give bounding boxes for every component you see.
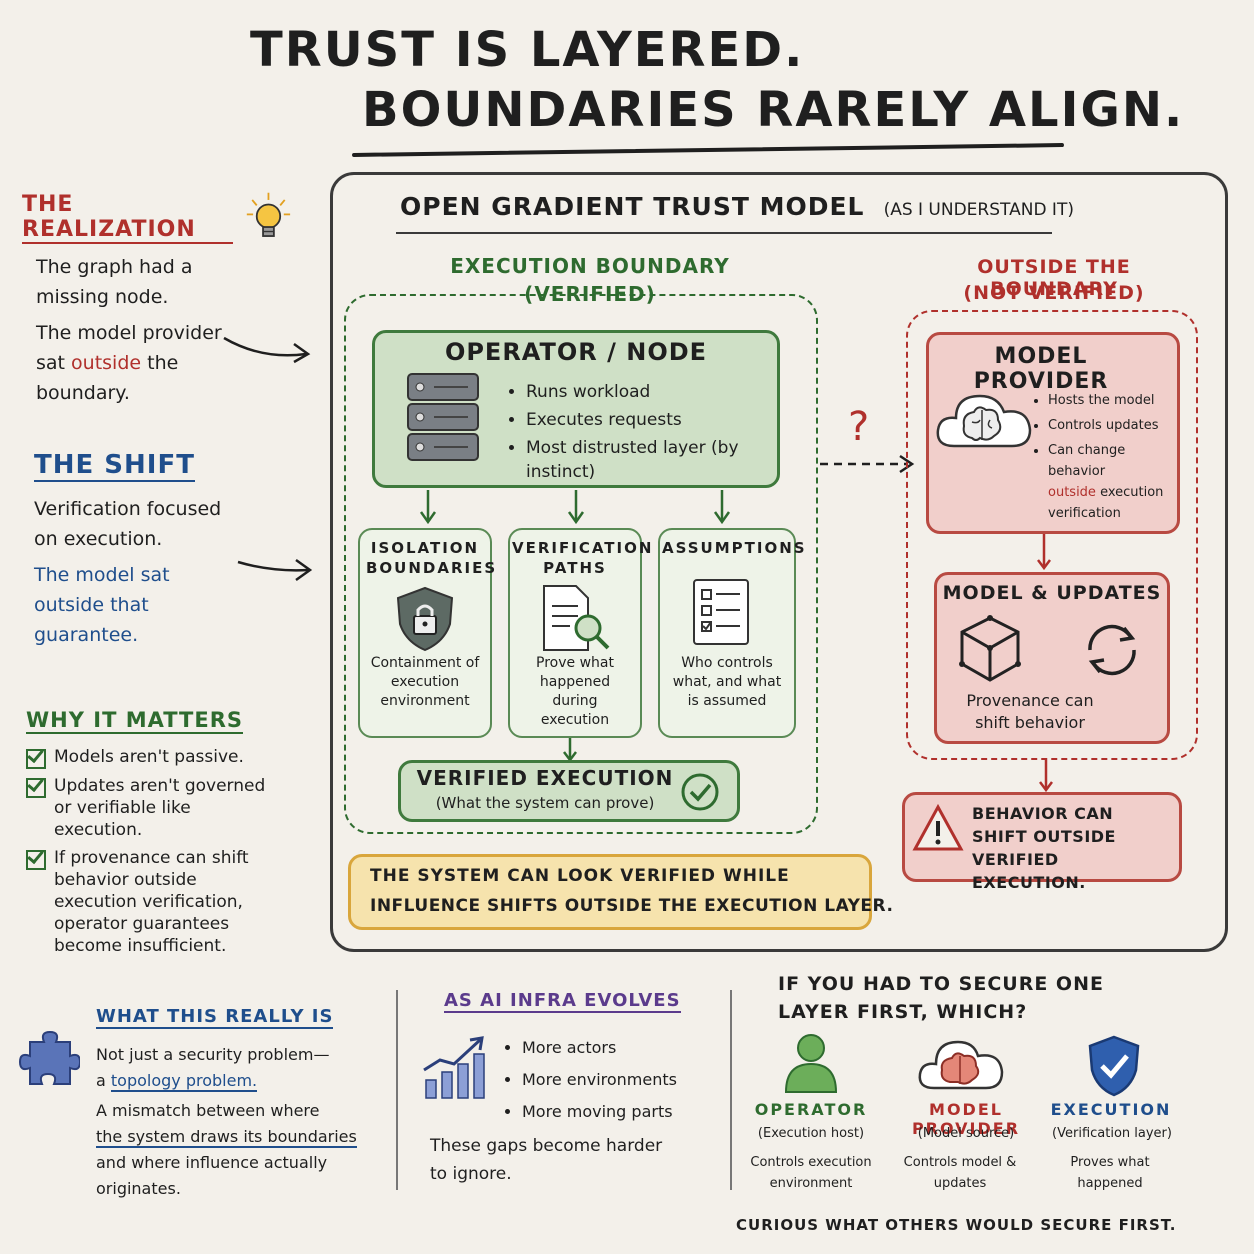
shift-section: THE SHIFT Verification focused on execut…	[34, 450, 284, 650]
shift-text-1: Verification focused on execution.	[34, 498, 222, 550]
why-item: Updates aren't governed or verifiable li…	[26, 775, 296, 841]
cloud-brain-icon	[918, 1040, 1004, 1090]
verification-text: Prove what happened during execution	[536, 655, 614, 728]
really-text-1: Not just a security problem—a topology p…	[96, 1045, 330, 1092]
secure-option-provider-title: MODEL PROVIDER	[911, 1100, 1021, 1138]
shield-lock-icon	[396, 586, 454, 652]
refresh-icon	[1088, 624, 1136, 676]
bottom-divider-1	[396, 990, 398, 1190]
outside-boundary-frame	[906, 310, 1198, 760]
updates-down-arrow	[1039, 760, 1053, 793]
warning-line-1: THE SYSTEM CAN LOOK VERIFIED WHILE	[370, 866, 790, 886]
shift-text-2: The model sat outside that guarantee.	[34, 564, 170, 646]
provider-bullet: Hosts the model	[1048, 390, 1180, 411]
really-heading: WHAT THIS REALLY IS	[96, 1006, 334, 1029]
lightbulb-icon	[246, 192, 291, 237]
assumptions-text: Who controls what, and what is assumed	[672, 655, 782, 709]
evolves-bullet: More moving parts	[522, 1098, 704, 1126]
exec-boundary-frame	[344, 294, 818, 834]
model-updates-title: MODEL & UPDATES	[942, 582, 1162, 604]
operator-bullet: Most distrusted layer (by instinct)	[526, 436, 770, 484]
secure-option-operator-sub: (Execution host)	[757, 1126, 865, 1141]
operator-bullet: Executes requests	[526, 408, 770, 432]
unknown-connector-arrow	[820, 454, 915, 474]
verification-down-arrow	[563, 738, 577, 762]
why-item: If provenance can shift behavior outside…	[26, 847, 296, 957]
assumptions-title: ASSUMPTIONS	[662, 539, 807, 557]
cube-icon	[959, 615, 1021, 682]
secure-option-execution-sub: (Verification layer)	[1052, 1126, 1172, 1141]
provider-down-arrow	[1037, 534, 1051, 571]
operator-bullet: Runs workload	[526, 380, 770, 404]
warning-box	[348, 854, 872, 930]
secure-footer: CURIOUS WHAT OTHERS WOULD SECURE FIRST.	[736, 1216, 1177, 1234]
cloud-brain-icon	[936, 394, 1032, 448]
shift-heading: THE SHIFT	[34, 450, 195, 482]
secure-heading: IF YOU HAD TO SECURE ONE LAYER FIRST, WH…	[778, 973, 1104, 1023]
trust-model-frame	[330, 172, 1228, 952]
checkbox-icon	[26, 850, 46, 870]
check-circle-icon	[681, 773, 719, 811]
secure-option-execution-title: EXECUTION	[1050, 1100, 1172, 1119]
verified-execution-title: VERIFIED EXECUTION	[416, 766, 674, 790]
evolves-text: These gaps become harder to ignore.	[430, 1136, 663, 1184]
operator-down-arrows	[419, 490, 731, 525]
evolves-bullet: More environments	[522, 1066, 704, 1094]
checkbox-icon	[26, 778, 46, 798]
verification-title: VERIFICATION PATHS	[512, 539, 654, 577]
secure-option-provider-sub: (Model source)	[917, 1126, 1015, 1141]
trust-model-title: OPEN GRADIENT TRUST MODEL (AS I UNDERSTA…	[400, 192, 1074, 221]
realization-text-1: The graph had a missing node.	[36, 256, 193, 308]
puzzle-piece-icon	[18, 1030, 80, 1085]
model-updates-text: Provenance can shift behavior	[966, 691, 1094, 732]
warning-line-2: INFLUENCE SHIFTS OUTSIDE THE EXECUTION L…	[370, 896, 894, 916]
why-item: Models aren't passive.	[26, 746, 296, 769]
shift-arrow	[237, 558, 313, 582]
exec-boundary-label: EXECUTION BOUNDARY	[450, 254, 730, 278]
document-search-icon	[543, 585, 610, 651]
isolation-text: Containment of execution environment	[370, 655, 480, 709]
page-title-line1: TRUST IS LAYERED.	[250, 22, 805, 78]
question-mark: ?	[848, 404, 870, 450]
operator-node-bullets: Runs workload Executes requests Most dis…	[508, 380, 770, 488]
why-heading: WHY IT MATTERS	[26, 708, 243, 734]
provider-bullet: Controls updates	[1048, 415, 1180, 436]
person-icon	[784, 1034, 838, 1093]
evolves-bullets: More actors More environments More movin…	[504, 1034, 704, 1130]
evolves-heading: AS AI INFRA EVOLVES	[444, 990, 681, 1013]
verification-box	[508, 528, 642, 738]
realization-section: THE REALIZATION The graph had a missing …	[22, 188, 292, 408]
checkbox-icon	[26, 749, 46, 769]
outside-boundary-label: OUTSIDE THE BOUNDARY	[977, 256, 1131, 300]
model-updates-box	[934, 572, 1170, 744]
isolation-title: ISOLATION BOUNDARIES	[366, 539, 498, 577]
model-provider-title: MODEL PROVIDER	[973, 344, 1109, 394]
behavior-shift-text: BEHAVIOR CAN SHIFT OUTSIDE VERIFIED EXEC…	[972, 804, 1116, 892]
operator-node-title: OPERATOR / NODE	[444, 338, 708, 366]
shield-check-icon	[1088, 1035, 1140, 1097]
realization-arrow	[223, 336, 311, 364]
secure-option-provider-text: Controls model & updates	[903, 1155, 1017, 1191]
evolves-bullet: More actors	[522, 1034, 704, 1062]
trust-model-title-underline	[396, 232, 1052, 234]
really-text-2: A mismatch between where the system draw…	[96, 1101, 357, 1198]
server-icon	[407, 373, 479, 461]
title-underline	[352, 143, 1064, 157]
verified-execution-subtitle: (What the system can prove)	[435, 794, 655, 812]
why-section: WHY IT MATTERS Models aren't passive. Up…	[26, 708, 296, 963]
growth-chart-icon	[423, 1036, 485, 1099]
exec-boundary-label-mask	[518, 282, 658, 308]
secure-option-execution-text: Proves what happened	[1070, 1155, 1150, 1191]
realization-heading: THE REALIZATION	[22, 192, 234, 244]
secure-option-operator-title: OPERATOR	[754, 1100, 868, 1119]
page-title-line2: BOUNDARIES RARELY ALIGN.	[362, 82, 1185, 138]
checklist-icon	[693, 579, 749, 645]
outside-boundary-note: (NOT VERIFIED)	[963, 282, 1145, 304]
secure-option-operator-text: Controls execution environment	[750, 1155, 872, 1191]
model-provider-bullets: Hosts the model Controls updates Can cha…	[1034, 390, 1180, 528]
realization-text-2: The model provider sat outside the bound…	[36, 322, 222, 404]
bottom-divider-2	[730, 990, 732, 1190]
warning-triangle-icon	[912, 804, 964, 851]
